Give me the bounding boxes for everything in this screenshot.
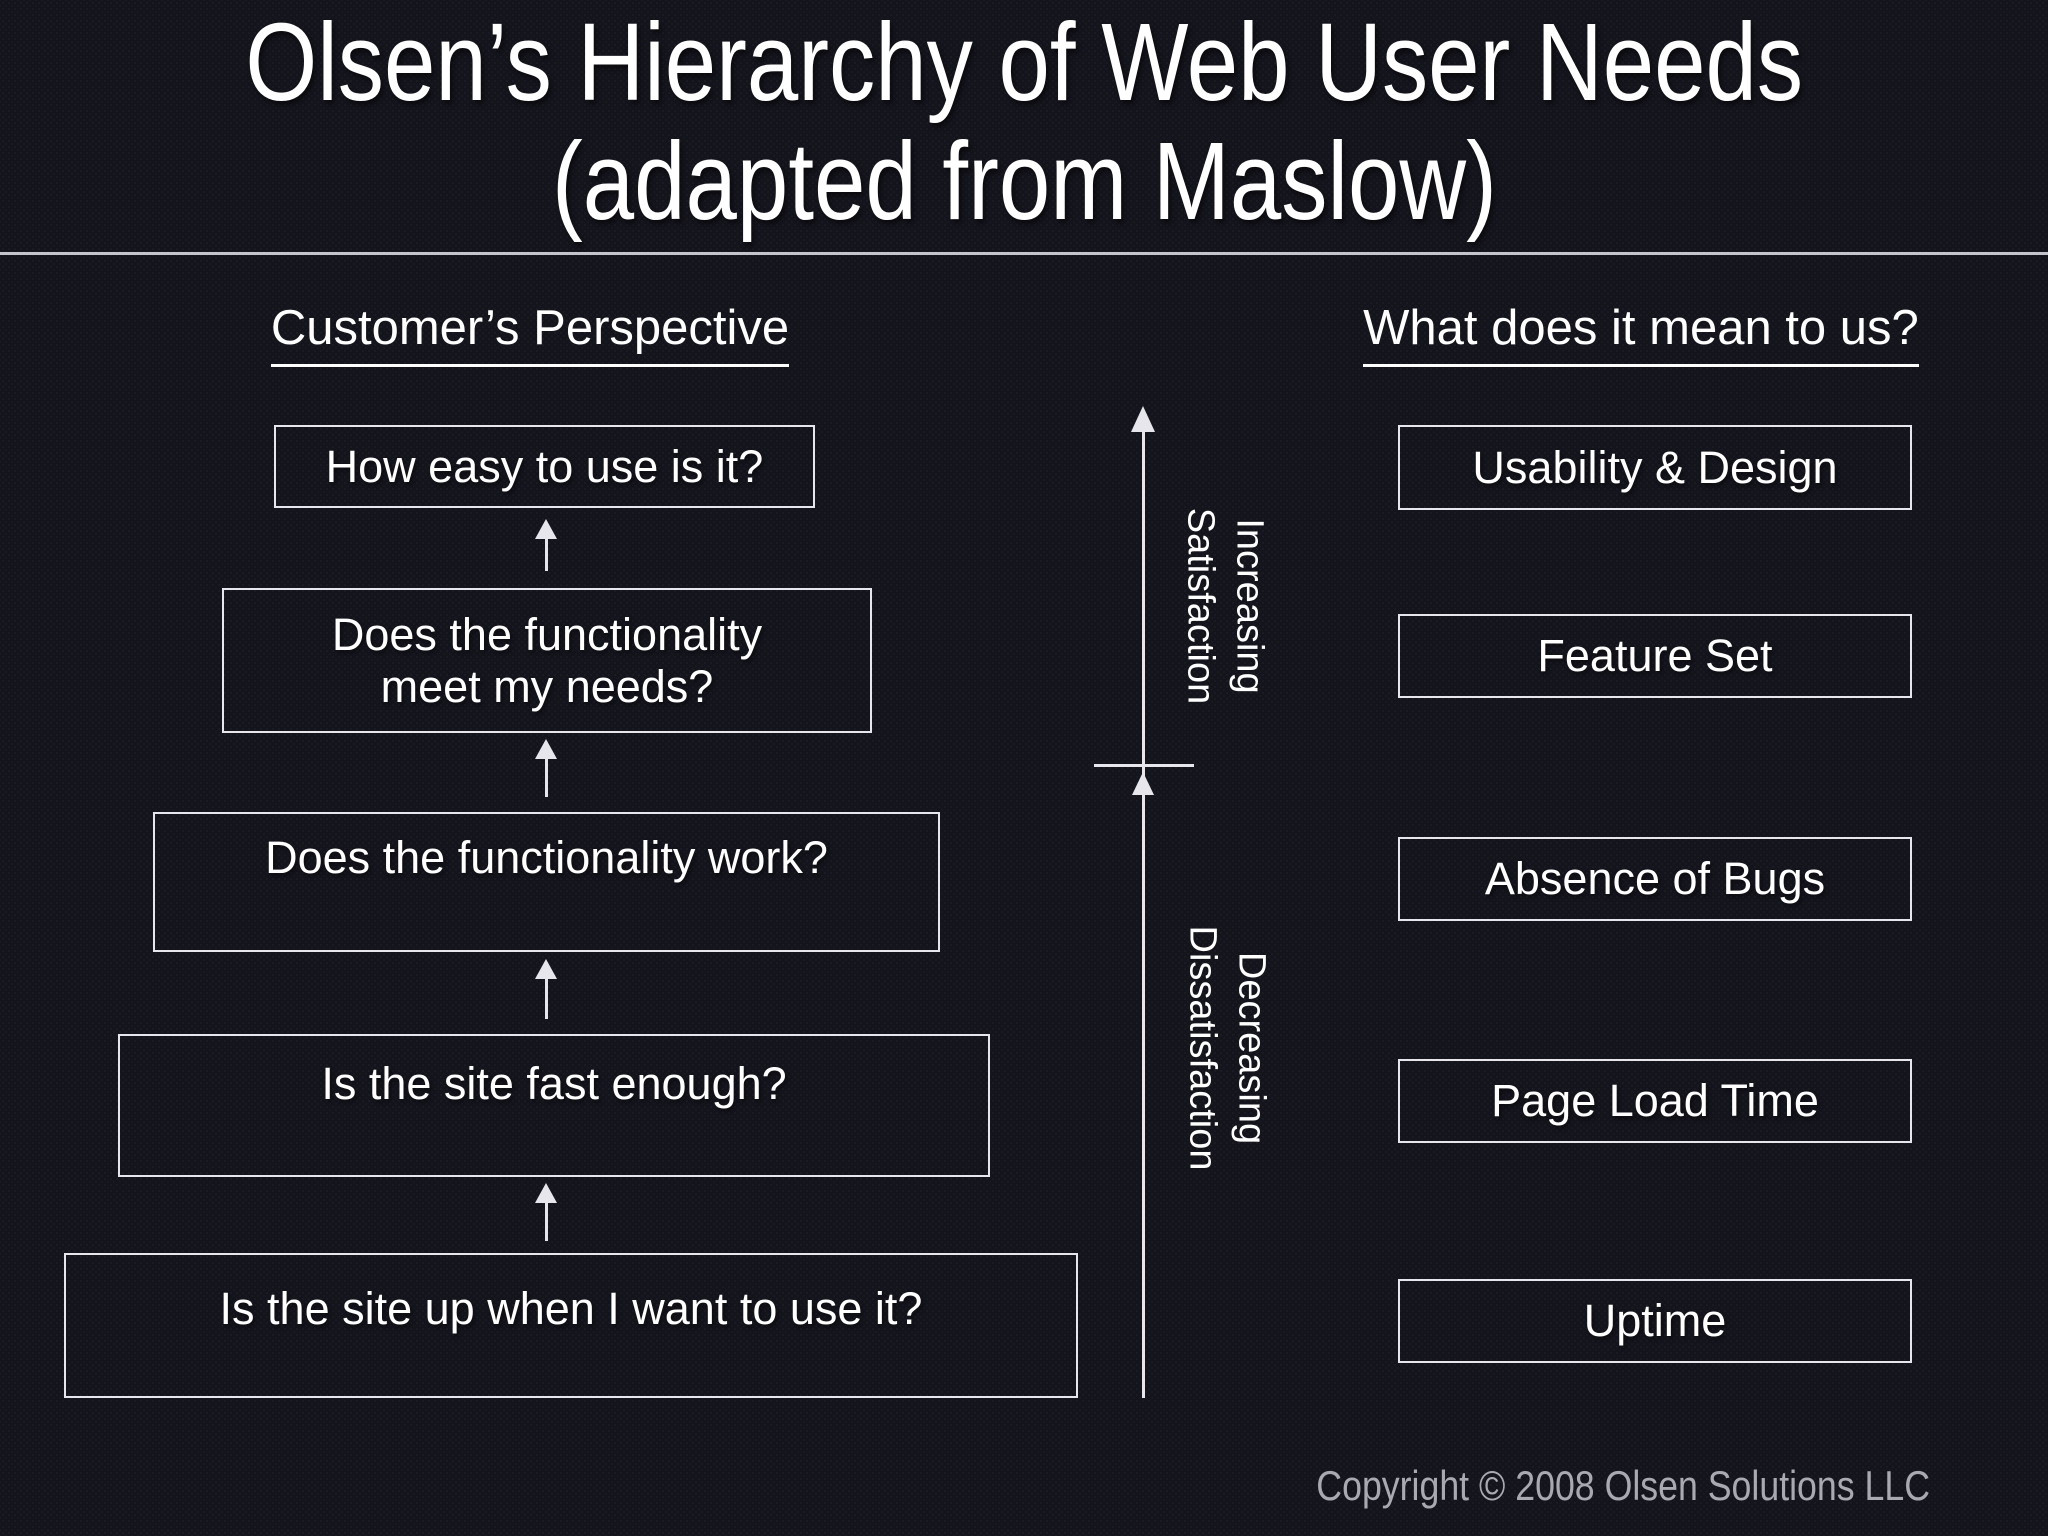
decreasing-dissatisfaction-label: Decreasing Dissatisfaction xyxy=(1181,925,1273,1171)
customer-box-site-up: Is the site up when I want to use it? xyxy=(64,1253,1078,1398)
up-arrow-icon xyxy=(535,1183,557,1241)
customer-box-fast-enough: Is the site fast enough? xyxy=(118,1034,990,1177)
meaning-box-label: Feature Set xyxy=(1537,630,1773,681)
customer-box-label: Is the site up when I want to use it? xyxy=(219,1283,923,1334)
axis-midpoint-tick xyxy=(1094,764,1194,767)
customer-box-label: Is the site fast enough? xyxy=(321,1058,787,1109)
slide-title-line1: Olsen’s Hierarchy of Web User Needs xyxy=(245,1,1803,124)
customer-box-label: Does the functionality meet my needs? xyxy=(331,608,763,712)
increasing-satisfaction-label: Increasing Satisfaction xyxy=(1179,507,1271,705)
meaning-box-feature-set: Feature Set xyxy=(1398,614,1912,698)
customer-box-functionality-works: Does the functionality work? xyxy=(153,812,940,952)
slide-title: Olsen’s Hierarchy of Web User Needs (ada… xyxy=(0,1,2048,243)
up-arrow-icon xyxy=(535,959,557,1019)
slide-title-line2: (adapted from Maslow) xyxy=(551,119,1497,243)
meaning-box-page-load-time: Page Load Time xyxy=(1398,1059,1912,1143)
customer-perspective-header: Customer’s Perspective xyxy=(180,300,880,367)
customer-box-meets-needs: Does the functionality meet my needs? xyxy=(222,588,872,733)
meaning-box-uptime: Uptime xyxy=(1398,1279,1912,1363)
satisfaction-axis-line xyxy=(1142,428,1145,1398)
meaning-header: What does it mean to us? xyxy=(1291,300,1991,367)
meaning-box-label: Usability & Design xyxy=(1472,441,1838,493)
up-arrow-icon xyxy=(535,519,557,571)
up-arrow-icon xyxy=(535,739,557,797)
meaning-box-label: Absence of Bugs xyxy=(1484,853,1826,904)
customer-box-ease-of-use: How easy to use is it? xyxy=(274,425,815,508)
copyright-text: Copyright © 2008 Olsen Solutions LLC xyxy=(1316,1462,1930,1509)
axis-mid-arrowhead-icon xyxy=(1132,772,1154,795)
customer-perspective-header-label: Customer’s Perspective xyxy=(270,300,790,367)
meaning-box-absence-of-bugs: Absence of Bugs xyxy=(1398,837,1912,921)
axis-top-arrowhead-icon xyxy=(1131,406,1155,432)
meaning-box-label: Uptime xyxy=(1583,1295,1727,1346)
meaning-box-usability-design: Usability & Design xyxy=(1398,425,1912,510)
meaning-header-label: What does it mean to us? xyxy=(1363,300,1919,367)
customer-box-label: Does the functionality work? xyxy=(265,832,828,883)
title-separator-line xyxy=(0,252,2048,255)
meaning-box-label: Page Load Time xyxy=(1491,1075,1819,1126)
customer-box-label: How easy to use is it? xyxy=(325,440,764,492)
